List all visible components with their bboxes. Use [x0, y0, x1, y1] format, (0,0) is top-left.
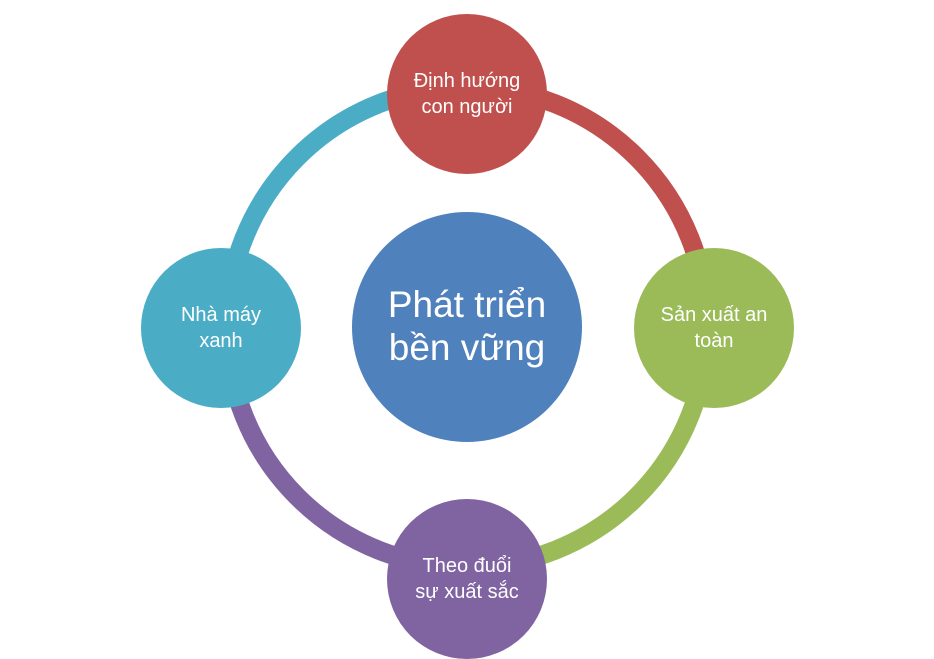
node-left: Nhà máy xanh [141, 248, 301, 408]
node-bottom-label: Theo đuổi sự xuất sắc [415, 555, 519, 603]
center-label: Phát triển bền vững [387, 284, 547, 368]
node-bottom: Theo đuổi sự xuất sắc [387, 499, 547, 659]
node-top: Định hướng con người [387, 14, 547, 174]
node-right-label: Sản xuất an toàn [660, 304, 768, 352]
node-left-label: Nhà máy xanh [180, 304, 262, 352]
node-right: Sản xuất an toàn [634, 248, 794, 408]
center-node: Phát triển bền vững [352, 212, 582, 442]
node-top-label: Định hướng con người [413, 70, 521, 118]
